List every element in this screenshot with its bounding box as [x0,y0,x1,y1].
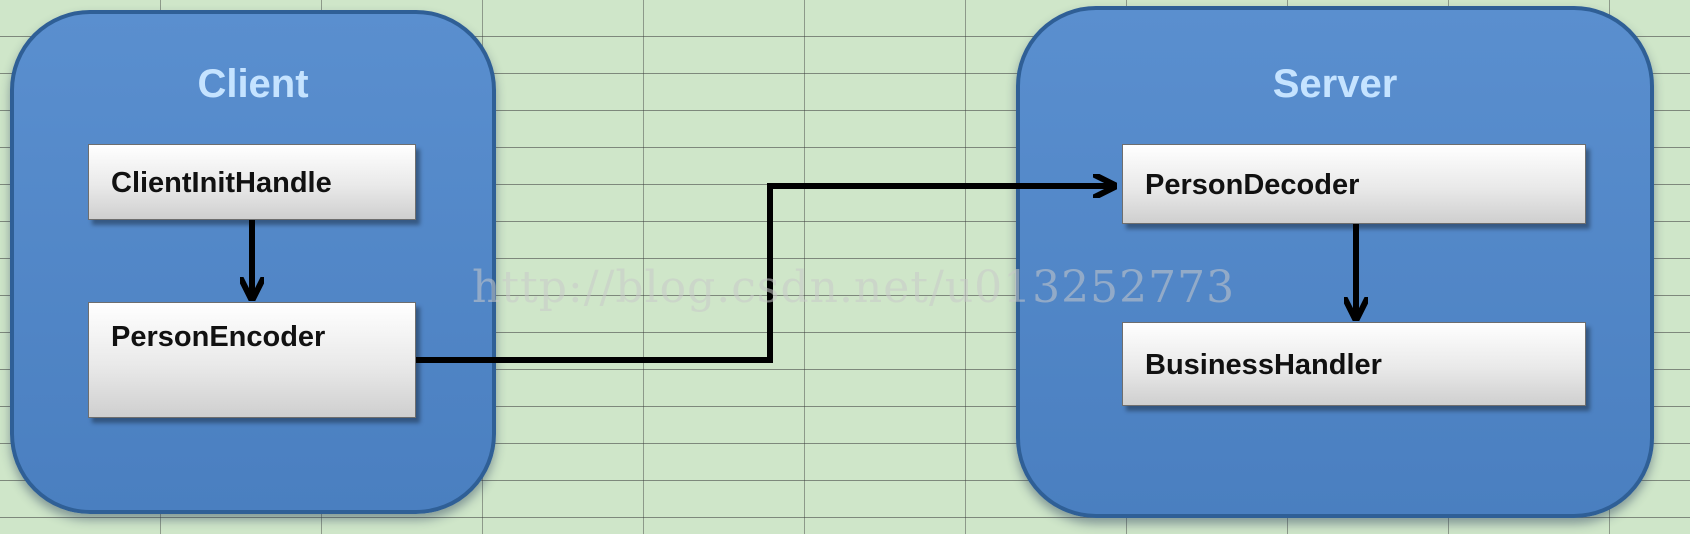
node-person-encoder: PersonEncoder [88,302,416,418]
node-business-handler: BusinessHandler [1122,322,1586,406]
server-title: Server [1272,62,1398,106]
watermark: http://blog.csdn.net/u013252773 [472,262,1236,313]
client-title: Client [197,62,309,106]
client-group: Client [10,10,496,514]
node-client-init-handle: ClientInitHandle [88,144,416,220]
node-person-decoder: PersonDecoder [1122,144,1586,224]
server-group: Server [1016,6,1654,518]
arrow-personencoder-to-persondecoder [416,186,1112,363]
